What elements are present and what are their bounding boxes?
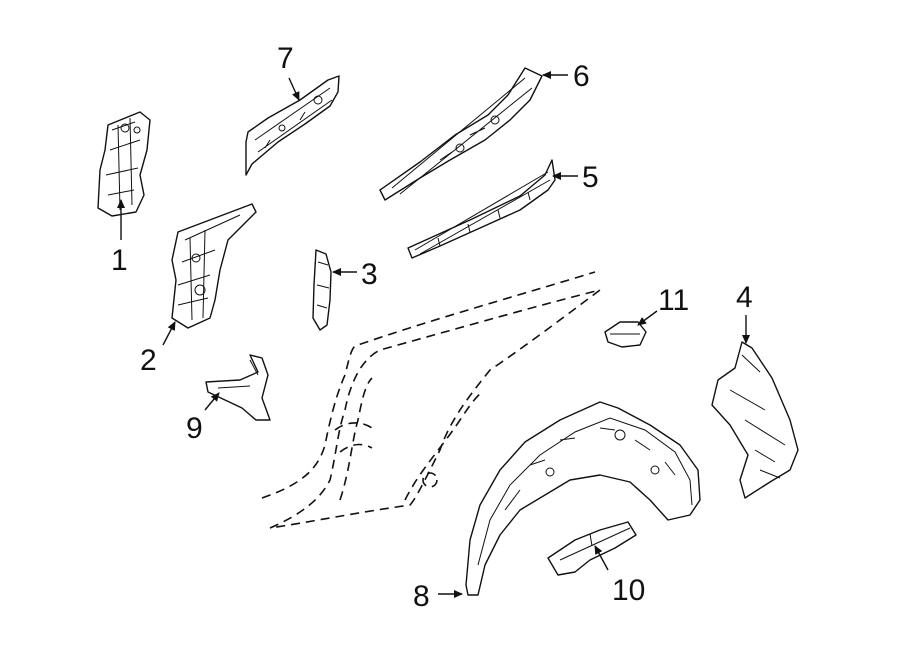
leader-10 — [594, 545, 609, 571]
part-8-wheelhouse-liner — [465, 401, 701, 596]
callout-6: 6 — [573, 60, 590, 93]
callout-11: 11 — [658, 284, 689, 317]
leader-lines — [117, 71, 750, 598]
callout-labels: 1 2 3 4 5 6 7 8 9 10 11 — [111, 42, 753, 613]
leader-7 — [288, 77, 300, 101]
callout-2: 2 — [140, 344, 157, 377]
part-2-hinge-pillar — [171, 203, 257, 329]
body-outline-phantom — [261, 271, 601, 529]
callout-9: 9 — [186, 412, 203, 445]
leader-11 — [637, 310, 658, 326]
leader-2 — [162, 321, 176, 346]
part-10-bracket — [547, 521, 637, 576]
part-4-wheelhouse-panel — [711, 341, 799, 499]
callout-10: 10 — [612, 574, 645, 607]
callout-8: 8 — [413, 580, 430, 613]
part-9-bracket — [205, 354, 271, 421]
callout-4: 4 — [736, 281, 753, 314]
part-11-cap — [604, 321, 647, 348]
callout-5: 5 — [582, 161, 599, 194]
leader-9 — [204, 392, 220, 411]
part-5-cowl-panel — [407, 159, 556, 259]
callout-3: 3 — [361, 258, 378, 291]
callout-1: 1 — [111, 244, 128, 277]
callout-7: 7 — [277, 42, 294, 75]
part-3-bracket — [312, 249, 332, 331]
part-7-rail — [245, 75, 340, 176]
part-1-pillar-reinforcement — [97, 111, 151, 217]
part-6-upper-rail — [379, 67, 543, 201]
